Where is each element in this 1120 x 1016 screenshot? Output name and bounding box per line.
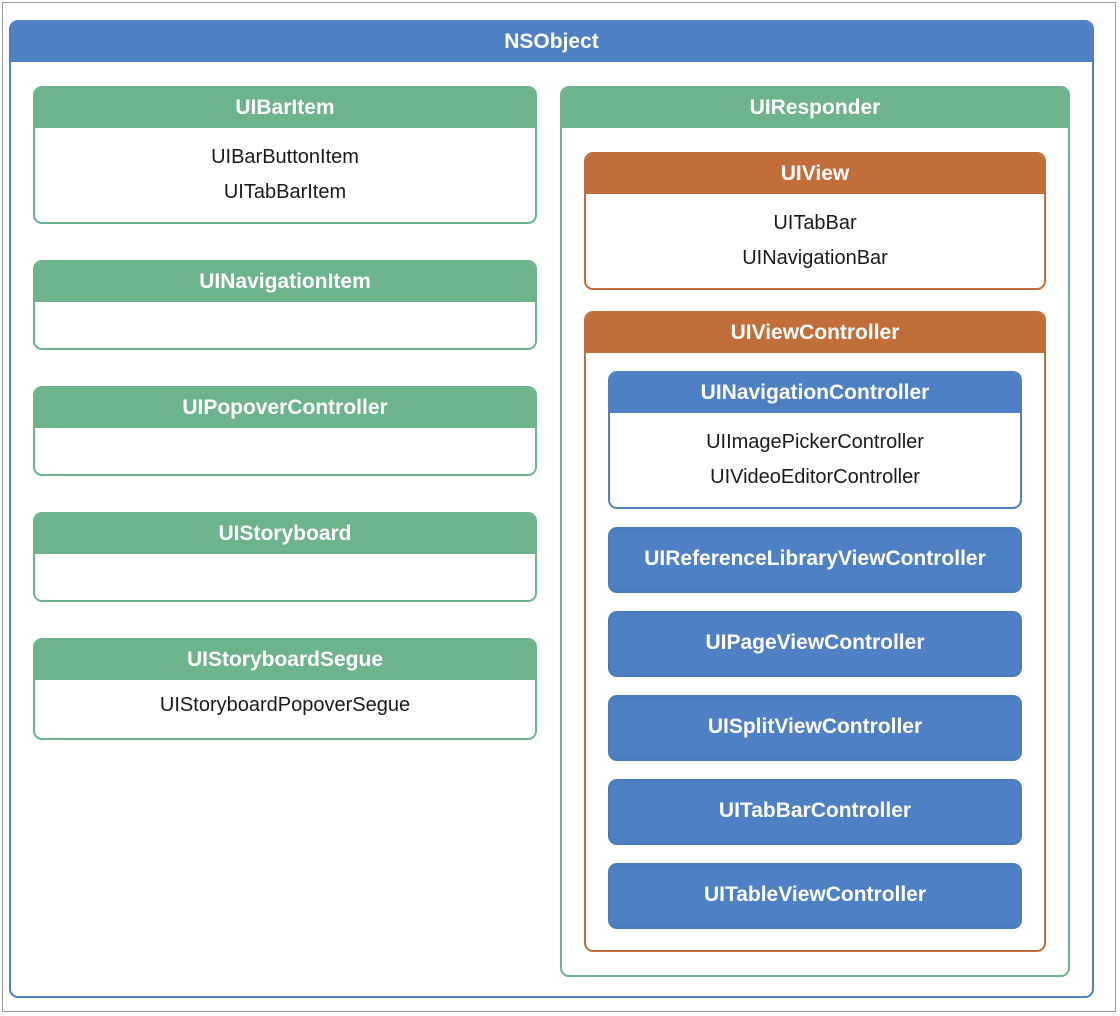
uinavigationbar-label: UINavigationBar: [742, 247, 888, 269]
uiimagepickercontroller-label: UIImagePickerController: [706, 431, 924, 453]
uinavigationitem-header: UINavigationItem: [35, 262, 535, 302]
uivideoeditorcontroller-label: UIVideoEditorController: [710, 466, 920, 488]
uinavigationcontroller-box: UINavigationController UIImagePickerCont…: [608, 371, 1022, 509]
uiview-box: UIView UITabBar UINavigationBar: [584, 152, 1046, 290]
uitabbarcontroller-box: UITabBarController: [608, 779, 1022, 845]
uibarbuttonitem-label: UIBarButtonItem: [211, 146, 359, 168]
uinavigationcontroller-header: UINavigationController: [610, 373, 1020, 413]
uistoryboardpopoversegue-label: UIStoryboardPopoverSegue: [159, 694, 411, 716]
uiview-header: UIView: [586, 154, 1044, 194]
nsobject-header: NSObject: [11, 22, 1092, 62]
uipopovercontroller-header: UIPopoverController: [35, 388, 535, 428]
uiviewcontroller-header: UIViewController: [586, 313, 1044, 353]
uisplitviewcontroller-box: UISplitViewController: [608, 695, 1022, 761]
uistoryboard-box: UIStoryboard: [33, 512, 537, 602]
uistoryboardsegue-box: UIStoryboardSegue UIStoryboardPopoverSeg…: [33, 638, 537, 740]
uitabbar-label: UITabBar: [773, 212, 857, 234]
uipopovercontroller-box: UIPopoverController: [33, 386, 537, 476]
uireferencelibraryviewcontroller-box: UIReferenceLibraryViewController: [608, 527, 1022, 593]
uistoryboard-header: UIStoryboard: [35, 514, 535, 554]
uistoryboardsegue-header: UIStoryboardSegue: [35, 640, 535, 680]
uiresponder-header: UIResponder: [562, 88, 1068, 128]
uipageviewcontroller-box: UIPageViewController: [608, 611, 1022, 677]
uinavigationitem-box: UINavigationItem: [33, 260, 537, 350]
uitabbaritem-label: UITabBarItem: [223, 181, 347, 203]
uitableviewcontroller-box: UITableViewController: [608, 863, 1022, 929]
uibaritem-box: UIBarItem UIBarButtonItem UITabBarItem: [33, 86, 537, 224]
uibaritem-header: UIBarItem: [35, 88, 535, 128]
